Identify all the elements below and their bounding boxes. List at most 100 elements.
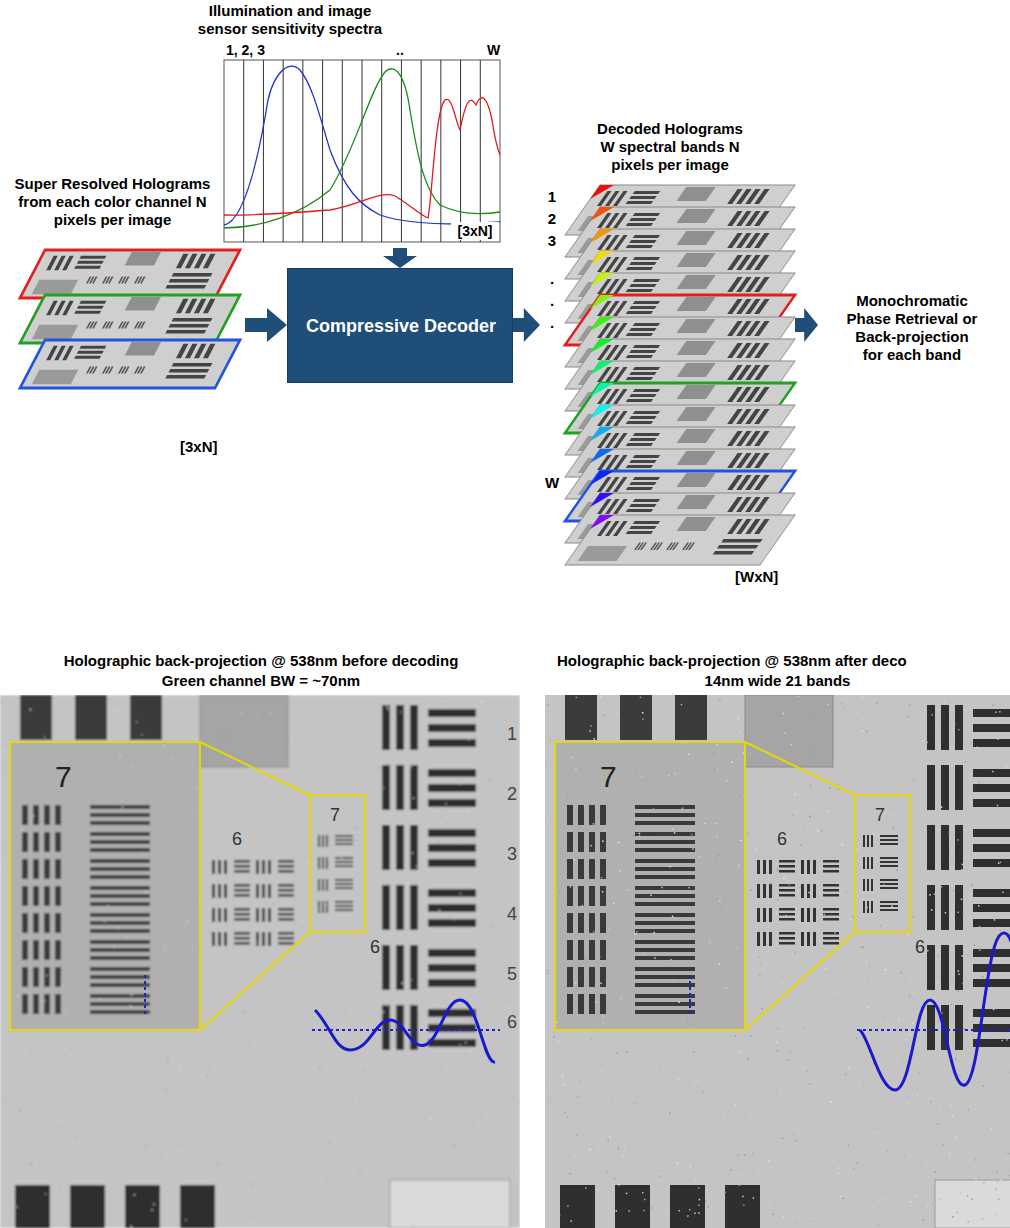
- bar: [629, 394, 656, 397]
- grain: [740, 1174, 742, 1176]
- bar: [871, 879, 873, 891]
- grain: [893, 979, 895, 981]
- bar: [22, 832, 28, 852]
- bar: [278, 937, 294, 940]
- grain: [486, 1116, 488, 1118]
- bar: [763, 932, 766, 946]
- grain: [991, 1128, 993, 1130]
- bar: [567, 913, 573, 933]
- intensity-profile: [860, 933, 1010, 1090]
- grain: [295, 1080, 297, 1082]
- grain: [1002, 892, 1004, 894]
- grain: [41, 843, 43, 845]
- grain: [639, 835, 641, 837]
- profile-baseline: [857, 1029, 1010, 1031]
- grain: [405, 933, 407, 935]
- grain: [952, 1116, 954, 1118]
- grain: [749, 1084, 751, 1086]
- grain: [752, 1153, 754, 1155]
- grain: [355, 840, 357, 842]
- grain: [163, 1015, 165, 1017]
- square: [677, 451, 716, 465]
- grain: [844, 792, 846, 794]
- square: [935, 1180, 1010, 1228]
- bar: [880, 861, 898, 863]
- grain: [445, 803, 447, 805]
- bar: [108, 276, 114, 283]
- grain: [929, 894, 931, 896]
- bar: [763, 884, 766, 898]
- bar: [626, 465, 653, 468]
- grain: [329, 1142, 331, 1144]
- bar: [428, 1039, 476, 1047]
- bar: [335, 857, 353, 859]
- bar: [863, 835, 865, 847]
- bar: [79, 256, 106, 259]
- grain: [866, 980, 868, 982]
- bar: [779, 860, 795, 863]
- grain: [777, 870, 779, 872]
- bar: [589, 859, 595, 879]
- grain: [739, 1184, 741, 1186]
- grain: [487, 1103, 489, 1105]
- grain: [152, 944, 154, 946]
- grain: [913, 1117, 915, 1119]
- grain: [849, 817, 851, 819]
- grain: [863, 719, 865, 721]
- grain: [341, 857, 343, 859]
- grain: [365, 1077, 367, 1079]
- grain: [995, 1189, 997, 1191]
- grain: [917, 1155, 919, 1157]
- grain: [644, 953, 646, 955]
- grain: [677, 838, 679, 840]
- grain: [810, 1086, 812, 1088]
- bar: [779, 894, 795, 897]
- bar: [672, 543, 679, 551]
- bar: [224, 932, 227, 946]
- grain: [996, 1213, 998, 1215]
- bar: [941, 765, 949, 810]
- grain: [721, 736, 723, 738]
- grain: [481, 929, 483, 931]
- grain: [1005, 1152, 1007, 1154]
- bar: [410, 705, 418, 750]
- grain: [906, 1097, 908, 1099]
- bar: [880, 887, 898, 889]
- bar: [880, 905, 898, 907]
- grain: [210, 932, 212, 934]
- grain: [307, 998, 309, 1000]
- grain: [756, 849, 758, 851]
- grain: [612, 891, 614, 893]
- stack-heading: Decoded Holograms W spectral bands N pix…: [595, 120, 745, 174]
- bar: [567, 832, 573, 852]
- grain: [487, 1124, 489, 1126]
- grain: [549, 1085, 551, 1087]
- bar: [600, 913, 606, 933]
- grain: [967, 1195, 969, 1197]
- grain: [430, 1089, 432, 1091]
- grain: [402, 1205, 404, 1207]
- grain: [844, 707, 846, 709]
- bar: [262, 932, 265, 946]
- grain: [252, 910, 254, 912]
- grain: [828, 1151, 830, 1153]
- grain: [938, 744, 940, 746]
- grain: [961, 899, 963, 901]
- layer-outline: [565, 515, 795, 565]
- grain: [459, 783, 461, 785]
- grain: [828, 791, 830, 793]
- panel-subtitle: Green channel BW = ~70nm: [0, 672, 522, 690]
- grain: [634, 902, 636, 904]
- grain: [719, 900, 721, 902]
- grain: [934, 893, 936, 895]
- bar: [626, 311, 653, 314]
- bar: [326, 879, 328, 891]
- grain: [674, 832, 676, 834]
- grain: [629, 964, 631, 966]
- grain: [788, 1059, 790, 1061]
- dimension-label: [3xN]: [451, 222, 499, 240]
- grain: [885, 969, 887, 971]
- grain: [724, 1192, 726, 1194]
- grain: [933, 1068, 935, 1070]
- bar: [779, 865, 795, 868]
